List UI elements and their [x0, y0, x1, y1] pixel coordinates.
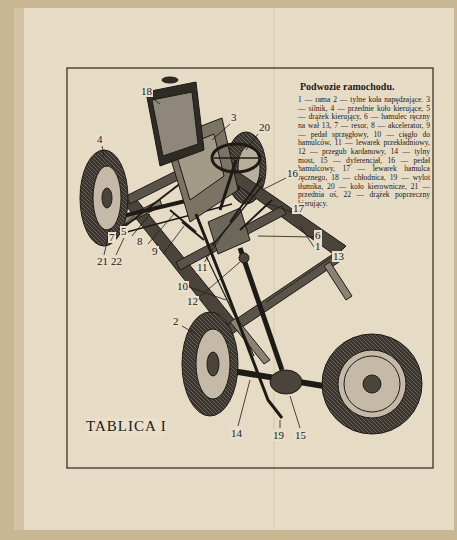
fold-line: [274, 8, 275, 530]
callout-number: 3: [230, 112, 238, 123]
callout-number: 21: [96, 256, 109, 267]
callout-number: 12: [186, 296, 199, 307]
callout-number: 8: [136, 236, 144, 247]
callout-number: 20: [258, 122, 271, 133]
callout-number: 14: [230, 428, 243, 439]
callout-number: 15: [294, 430, 307, 441]
callout-number: 6: [314, 230, 322, 241]
hand-brake-lever: [240, 200, 272, 230]
rear-left-wheel: [182, 312, 238, 416]
universal-joint: [239, 253, 249, 263]
callout-number: 5: [120, 226, 128, 237]
plate-caption: TABLICA I: [86, 418, 167, 435]
plate-frame: [67, 68, 433, 468]
steering-wheel: [212, 144, 260, 172]
callout-number: 9: [151, 246, 159, 257]
differential: [270, 370, 302, 394]
callout-number: 7: [108, 232, 116, 243]
callout-number: 16: [286, 168, 299, 179]
callout-number: 4: [96, 134, 104, 145]
parts-key: 1 — rama 2 — tylne koła napędzające. 3 —…: [298, 96, 430, 209]
callout-number: 18: [140, 86, 153, 97]
callout-number: 22: [110, 256, 123, 267]
callout-number: 19: [272, 430, 285, 441]
front-left-wheel: [80, 150, 128, 246]
callout-number: 11: [196, 262, 209, 273]
page-shadow: [14, 8, 24, 530]
propeller-shaft: [240, 248, 282, 370]
pedal: [170, 210, 196, 232]
radiator: [146, 82, 204, 166]
page: [14, 8, 454, 530]
leader-lines: [102, 98, 332, 428]
steering-column: [220, 160, 236, 210]
plate-title: Podwozie ramochodu.: [300, 82, 394, 92]
rear-right-wheel: [322, 334, 422, 434]
callout-number: 1: [314, 241, 322, 252]
callout-number: 2: [172, 316, 180, 327]
gear-lever: [230, 178, 262, 222]
callout-number: 10: [176, 281, 189, 292]
callout-number: 13: [332, 251, 345, 262]
callout-number: 17: [292, 203, 305, 214]
